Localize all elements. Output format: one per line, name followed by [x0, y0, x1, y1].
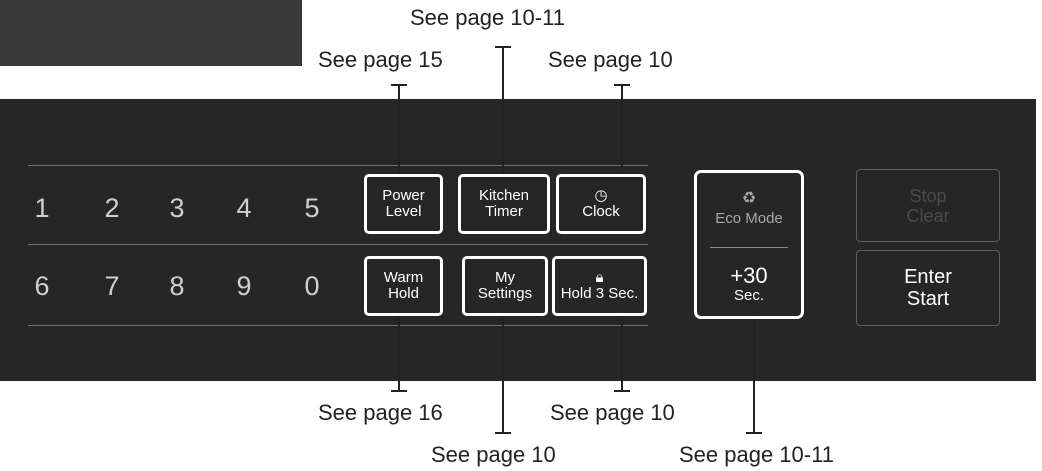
stop-label: Stop: [909, 185, 947, 206]
leader-tick-warm-hold: [391, 390, 407, 392]
callout-power-level: See page 15: [318, 47, 443, 72]
leader-tick-plus-30-sec: [746, 432, 762, 434]
digit-key-8[interactable]: 8: [169, 271, 185, 301]
stop-clear-button[interactable]: Stop Clear: [856, 169, 1000, 242]
clock-button[interactable]: ◷ Clock: [556, 174, 646, 234]
eco-30sec-group: [694, 170, 804, 319]
clock-icon: ◷: [594, 187, 608, 204]
callout-warm-hold: See page 16: [318, 400, 443, 425]
leader-line-warm-hold: [398, 316, 400, 392]
panel-line-bottom: [28, 325, 648, 326]
leader-line-hold-3-sec: [621, 316, 623, 392]
digit-key-9[interactable]: 9: [236, 271, 252, 301]
start-label: Start: [906, 288, 950, 310]
digit-key-1[interactable]: 1: [34, 193, 50, 223]
digit-key-0[interactable]: 0: [304, 271, 320, 301]
lock-icon: 🔒︎: [595, 269, 604, 286]
leader-tick-clock: [614, 84, 630, 86]
my-settings-label-line2: Settings: [477, 285, 533, 302]
plus-30-sec-button[interactable]: +30 Sec.: [700, 256, 798, 312]
eco-mode-button[interactable]: Eco Mode: [694, 210, 804, 227]
warm-hold-button[interactable]: Warm Hold: [364, 256, 443, 316]
digit-key-7[interactable]: 7: [104, 271, 120, 301]
top-left-block: [0, 0, 302, 66]
plus-30-label: +30: [730, 263, 768, 288]
power-level-label-line2: Level: [385, 203, 422, 220]
leader-line-kitchen-timer: [502, 46, 504, 174]
control-panel: [0, 99, 1036, 381]
eco-divider: [710, 247, 788, 248]
clock-label: Clock: [582, 203, 620, 220]
enter-start-button[interactable]: Enter Start: [856, 250, 1000, 326]
digit-key-3[interactable]: 3: [169, 193, 185, 223]
hold-3-sec-label: Hold 3 Sec.: [560, 285, 639, 302]
my-settings-button[interactable]: My Settings: [462, 256, 548, 316]
hold-3-sec-button[interactable]: 🔒︎ Hold 3 Sec.: [552, 256, 647, 316]
eco-icon: ♻︎: [741, 190, 757, 207]
enter-label: Enter: [904, 266, 952, 288]
leader-tick-power-level: [391, 84, 407, 86]
callout-hold-3-sec: See page 10: [550, 400, 675, 425]
leader-line-clock: [621, 84, 623, 174]
digit-key-4[interactable]: 4: [236, 193, 252, 223]
kitchen-timer-label-line2: Timer: [485, 203, 523, 220]
my-settings-label-line1: My: [495, 269, 515, 286]
clear-label: Clear: [906, 205, 950, 226]
warm-hold-label-line2: Hold: [388, 285, 419, 302]
kitchen-timer-label-line1: Kitchen: [478, 187, 530, 204]
leader-tick-hold-3-sec: [614, 390, 630, 392]
callout-plus-30-sec: See page 10-11: [679, 442, 834, 467]
panel-line-middle: [28, 244, 648, 245]
leader-tick-my-settings: [495, 432, 511, 434]
callout-my-settings: See page 10: [431, 442, 556, 467]
digit-key-5[interactable]: 5: [304, 193, 320, 223]
leader-tick-kitchen-timer: [495, 46, 511, 48]
sec-label: Sec.: [733, 287, 764, 304]
leader-line-power-level: [398, 84, 400, 174]
leader-line-my-settings: [502, 316, 504, 434]
callout-kitchen-timer: See page 10-11: [410, 5, 565, 30]
power-level-button[interactable]: Power Level: [364, 174, 443, 234]
warm-hold-label-line1: Warm: [383, 269, 424, 286]
digit-key-2[interactable]: 2: [104, 193, 120, 223]
digit-key-6[interactable]: 6: [34, 271, 50, 301]
power-level-label-line1: Power: [382, 187, 425, 204]
callout-clock: See page 10: [548, 47, 673, 72]
leader-line-plus-30-sec: [753, 319, 755, 434]
eco-mode-label: Eco Mode: [715, 210, 783, 227]
kitchen-timer-button[interactable]: Kitchen Timer: [458, 174, 550, 234]
panel-line-top: [28, 165, 648, 166]
